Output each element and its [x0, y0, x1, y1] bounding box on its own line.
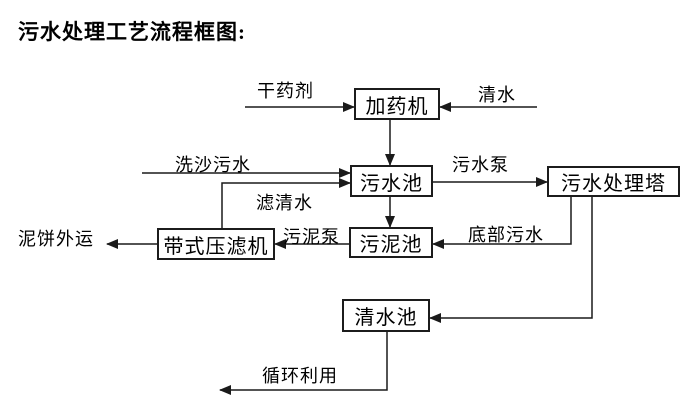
- edge-recycle-out: [219, 332, 388, 395]
- node-clean-water-pool: 清水池: [342, 299, 430, 332]
- node-sewage-pool: 污水池: [350, 165, 433, 197]
- flow-label-sludge-pump: 污泥泵: [283, 227, 340, 247]
- node-dosing-machine: 加药机: [354, 88, 440, 120]
- edge-bottom-sewage-to-sludge-pool: [432, 197, 572, 249]
- node-belt-filter-press: 带式压滤机: [157, 228, 275, 260]
- edge-filtered-water-to-sewage-pool: [221, 178, 351, 228]
- node-treatment-tower: 污水处理塔: [547, 166, 680, 197]
- diagram-title: 污水处理工艺流程框图:: [18, 20, 246, 44]
- flow-label-clean-water: 清水: [478, 85, 516, 105]
- flow-label-bottom-sewage: 底部污水: [468, 225, 544, 245]
- flow-label-mud-cake-out: 泥饼外运: [18, 229, 94, 249]
- flow-label-sand-washing-sewage: 洗沙污水: [175, 155, 251, 175]
- edge-tower-to-clean-pool: [429, 197, 593, 323]
- node-sludge-pool: 污泥池: [349, 227, 433, 258]
- flow-label-filtered-water: 滤清水: [256, 193, 313, 213]
- flow-label-dry-agent: 干药剂: [257, 81, 314, 101]
- flow-label-sewage-pump: 污水泵: [452, 155, 509, 175]
- flow-label-recycle: 循环利用: [262, 366, 338, 386]
